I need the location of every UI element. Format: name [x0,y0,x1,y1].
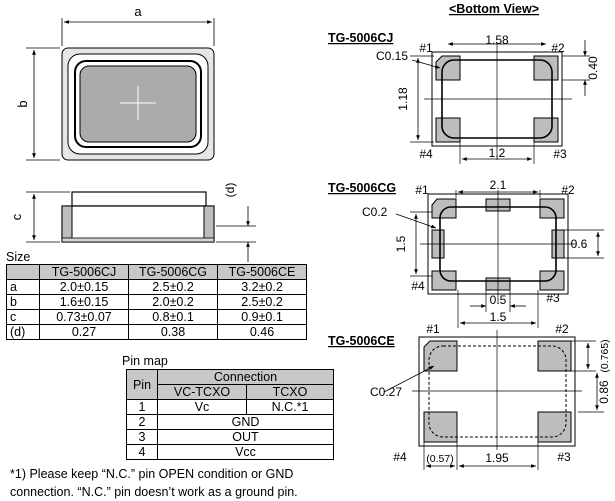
cg-title: TG-5006CG [328,181,396,195]
table-row: 4 Vcc [126,444,334,460]
footnote: *1) Please keep “N.C.” pin OPEN conditio… [10,465,298,501]
pin-map-table: Pin Connection VC-TCXO TCXO 1 Vc N.C.*1 … [126,369,334,460]
pin-header-connection: Connection [157,369,334,385]
table-row: a 2.0±0.15 2.5±0.2 3.2±0.2 [6,279,307,295]
cj-pin2-label: #2 [551,41,565,55]
pin-header-pin: Pin [126,369,158,400]
ce-dim-pad-width: (0.57) [426,453,453,465]
size-header-cg: TG-5006CG [128,264,218,280]
size-cell: 0.46 [217,324,307,340]
ce-bottom-view [383,330,604,470]
pin-number: 2 [126,414,158,430]
pin-table-subheader: VC-TCXO TCXO [127,384,334,400]
cj-title: TG-5006CJ [328,31,393,45]
size-cell: 2.5±0.2 [217,294,307,310]
ce-pin3-label: #3 [557,450,571,464]
size-row-label: (d) [6,324,40,340]
table-row: b 1.6±0.15 2.0±0.2 2.5±0.2 [6,294,307,310]
dim-a-label: a [134,4,142,19]
size-header-cj: TG-5006CJ [39,264,129,280]
pin-cell: N.C.*1 [246,399,334,415]
ce-title: TG-5006CE [328,334,395,348]
footnote-line-2: connection. “N.C.” pin doesn’t work as a… [10,485,298,499]
size-table-header: TG-5006CJ TG-5006CG TG-5006CE [6,264,307,280]
table-row: c 0.73±0.07 0.8±0.1 0.9±0.1 [6,309,307,325]
size-cell: 2.0±0.2 [128,294,218,310]
pin-cell: GND [157,414,334,430]
pin-number: 3 [126,429,158,445]
bottom-view-title: <Bottom View> [449,2,539,16]
cg-chamfer-label: C0.2 [362,205,388,219]
size-cell: 1.6±0.15 [39,294,129,310]
pin-header-tcxo: TCXO [246,384,334,400]
cj-pin3-label: #3 [553,147,567,161]
pin-table-header: Pin Connection [126,369,334,400]
cg-dim-height: 1.5 [394,235,408,252]
ce-pin2-label: #2 [555,322,569,336]
size-row-label: b [6,294,40,310]
pin-header-vctcxo: VC-TCXO [157,384,247,400]
cg-dim-width: 2.1 [490,178,507,192]
dim-c-label: c [9,213,24,220]
table-row: (d) 0.27 0.38 0.46 [6,324,307,340]
cj-dim-width: 1.58 [485,33,509,47]
ce-pin1-label: #1 [426,322,440,336]
cj-dim-height: 1.18 [396,87,410,111]
size-cell: 2.5±0.2 [128,279,218,295]
size-table-caption: Size [6,250,31,264]
size-cell: 0.73±0.07 [39,309,129,325]
package-top-view [26,18,215,161]
size-cell: 0.9±0.1 [217,309,307,325]
ce-dim-width: 1.95 [485,451,509,465]
cj-dim-gap: 1.2 [489,146,506,160]
size-cell: 0.27 [39,324,129,340]
table-row: 1 Vc N.C.*1 [126,399,334,415]
cg-dim-pad: 0.6 [571,237,588,251]
package-side-view [26,191,256,262]
cg-pin4-label: #4 [411,279,425,293]
pin-cell: Vc [157,399,247,415]
cj-dim-pad: 0.40 [586,56,600,80]
pin-number: 1 [126,399,158,415]
pin-table-caption: Pin map [122,354,168,368]
ce-pin4-label: #4 [393,450,407,464]
size-table: TG-5006CJ TG-5006CG TG-5006CE a 2.0±0.15… [6,264,307,340]
cj-chamfer-label: C0.15 [376,49,408,63]
size-row-label: a [6,279,40,295]
cg-bottom-view [395,190,604,328]
ce-dim-height: 0.86 [597,380,611,404]
cj-pin4-label: #4 [419,147,433,161]
footnote-line-1: *1) Please keep “N.C.” pin OPEN conditio… [10,467,294,481]
dim-b-label: b [15,100,30,107]
cj-pin1-label: #1 [419,41,433,55]
table-row: 2 GND [126,414,334,430]
size-header-blank [6,264,40,280]
pin-number: 4 [126,444,158,460]
size-cell: 0.38 [128,324,218,340]
cg-dim-pad-width: 0.5 [490,293,507,307]
pin-cell: OUT [157,429,334,445]
size-cell: 0.8±0.1 [128,309,218,325]
pin-cell: Vcc [157,444,334,460]
dim-d-label: (d) [223,183,237,198]
cj-bottom-view [410,40,590,164]
size-cell: 3.2±0.2 [217,279,307,295]
ce-dim-pad-height: (0.765) [599,339,611,372]
table-row: 3 OUT [126,429,334,445]
size-cell: 2.0±0.15 [39,279,129,295]
cg-dim-gap: 1.5 [490,310,507,324]
cg-pin3-label: #3 [546,291,560,305]
ce-chamfer-label: C0.27 [370,385,402,399]
cg-pin1-label: #1 [415,183,429,197]
size-header-ce: TG-5006CE [217,264,307,280]
size-row-label: c [6,309,40,325]
cg-pin2-label: #2 [561,183,575,197]
